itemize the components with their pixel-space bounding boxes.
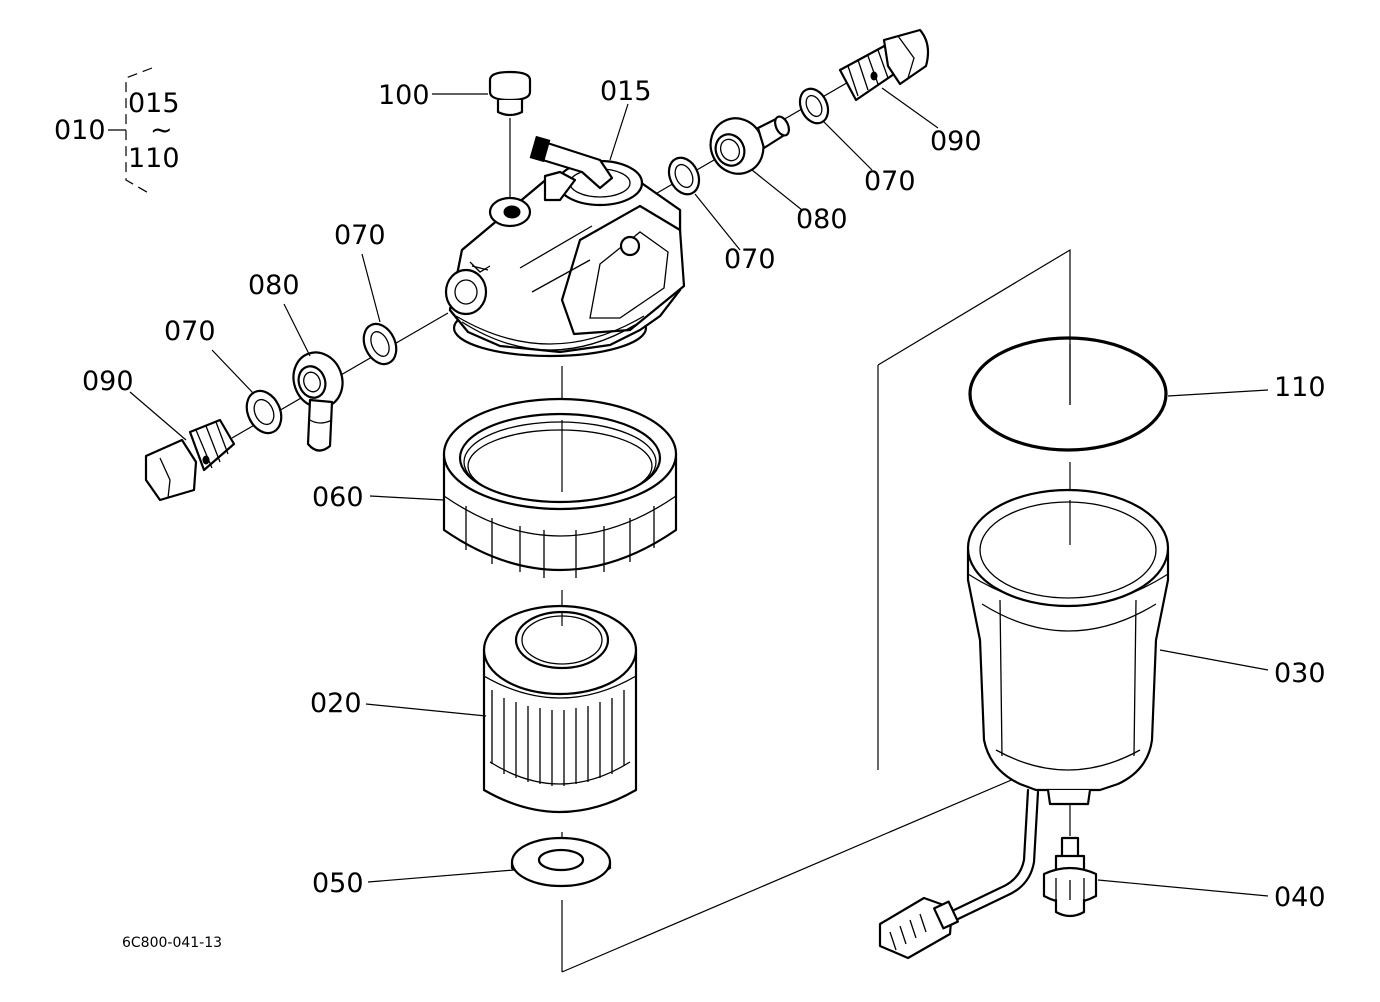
filter-element-020 (482, 604, 638, 813)
banjo-bolt-090-left (144, 418, 236, 502)
washer-070-left-lower (245, 389, 283, 435)
label-090-right: 090 (930, 126, 982, 157)
filter-head-015 (444, 135, 686, 358)
label-015: 015 (600, 76, 652, 107)
label-040: 040 (1274, 882, 1326, 913)
label-group-110: 110 (128, 143, 180, 174)
label-010: 010 (54, 115, 106, 146)
label-070-right-upper: 070 (864, 166, 916, 197)
banjo-080-right (709, 115, 790, 175)
washer-070-right-lower (667, 156, 701, 196)
label-080-left: 080 (248, 270, 300, 301)
label-080-right: 080 (796, 204, 848, 235)
washer-050 (510, 836, 612, 888)
bowl-030 (966, 488, 1170, 806)
label-110: 110 (1274, 372, 1326, 403)
label-050: 050 (312, 868, 364, 899)
label-group-tilde: ~ (150, 115, 173, 146)
o-ring-110 (968, 336, 1168, 452)
label-100: 100 (378, 80, 430, 111)
drawing-code: 6C800-041-13 (122, 935, 222, 951)
label-group-015: 015 (128, 88, 180, 119)
plug-100 (488, 70, 532, 200)
label-030: 030 (1274, 658, 1326, 689)
ring-nut-060 (442, 397, 678, 578)
label-060: 060 (312, 482, 364, 513)
label-070-left-upper: 070 (334, 220, 386, 251)
washer-070-right-upper (798, 87, 830, 125)
washer-070-left-upper (362, 322, 398, 366)
banjo-080-left (292, 351, 344, 452)
label-070-left-lower: 070 (164, 316, 216, 347)
label-020: 020 (310, 688, 362, 719)
group-bracket (108, 67, 153, 196)
label-090-left: 090 (82, 366, 134, 397)
banjo-bolt-090-right (838, 28, 930, 102)
sensor-040 (878, 788, 1098, 960)
label-070-right-lower: 070 (724, 244, 776, 275)
